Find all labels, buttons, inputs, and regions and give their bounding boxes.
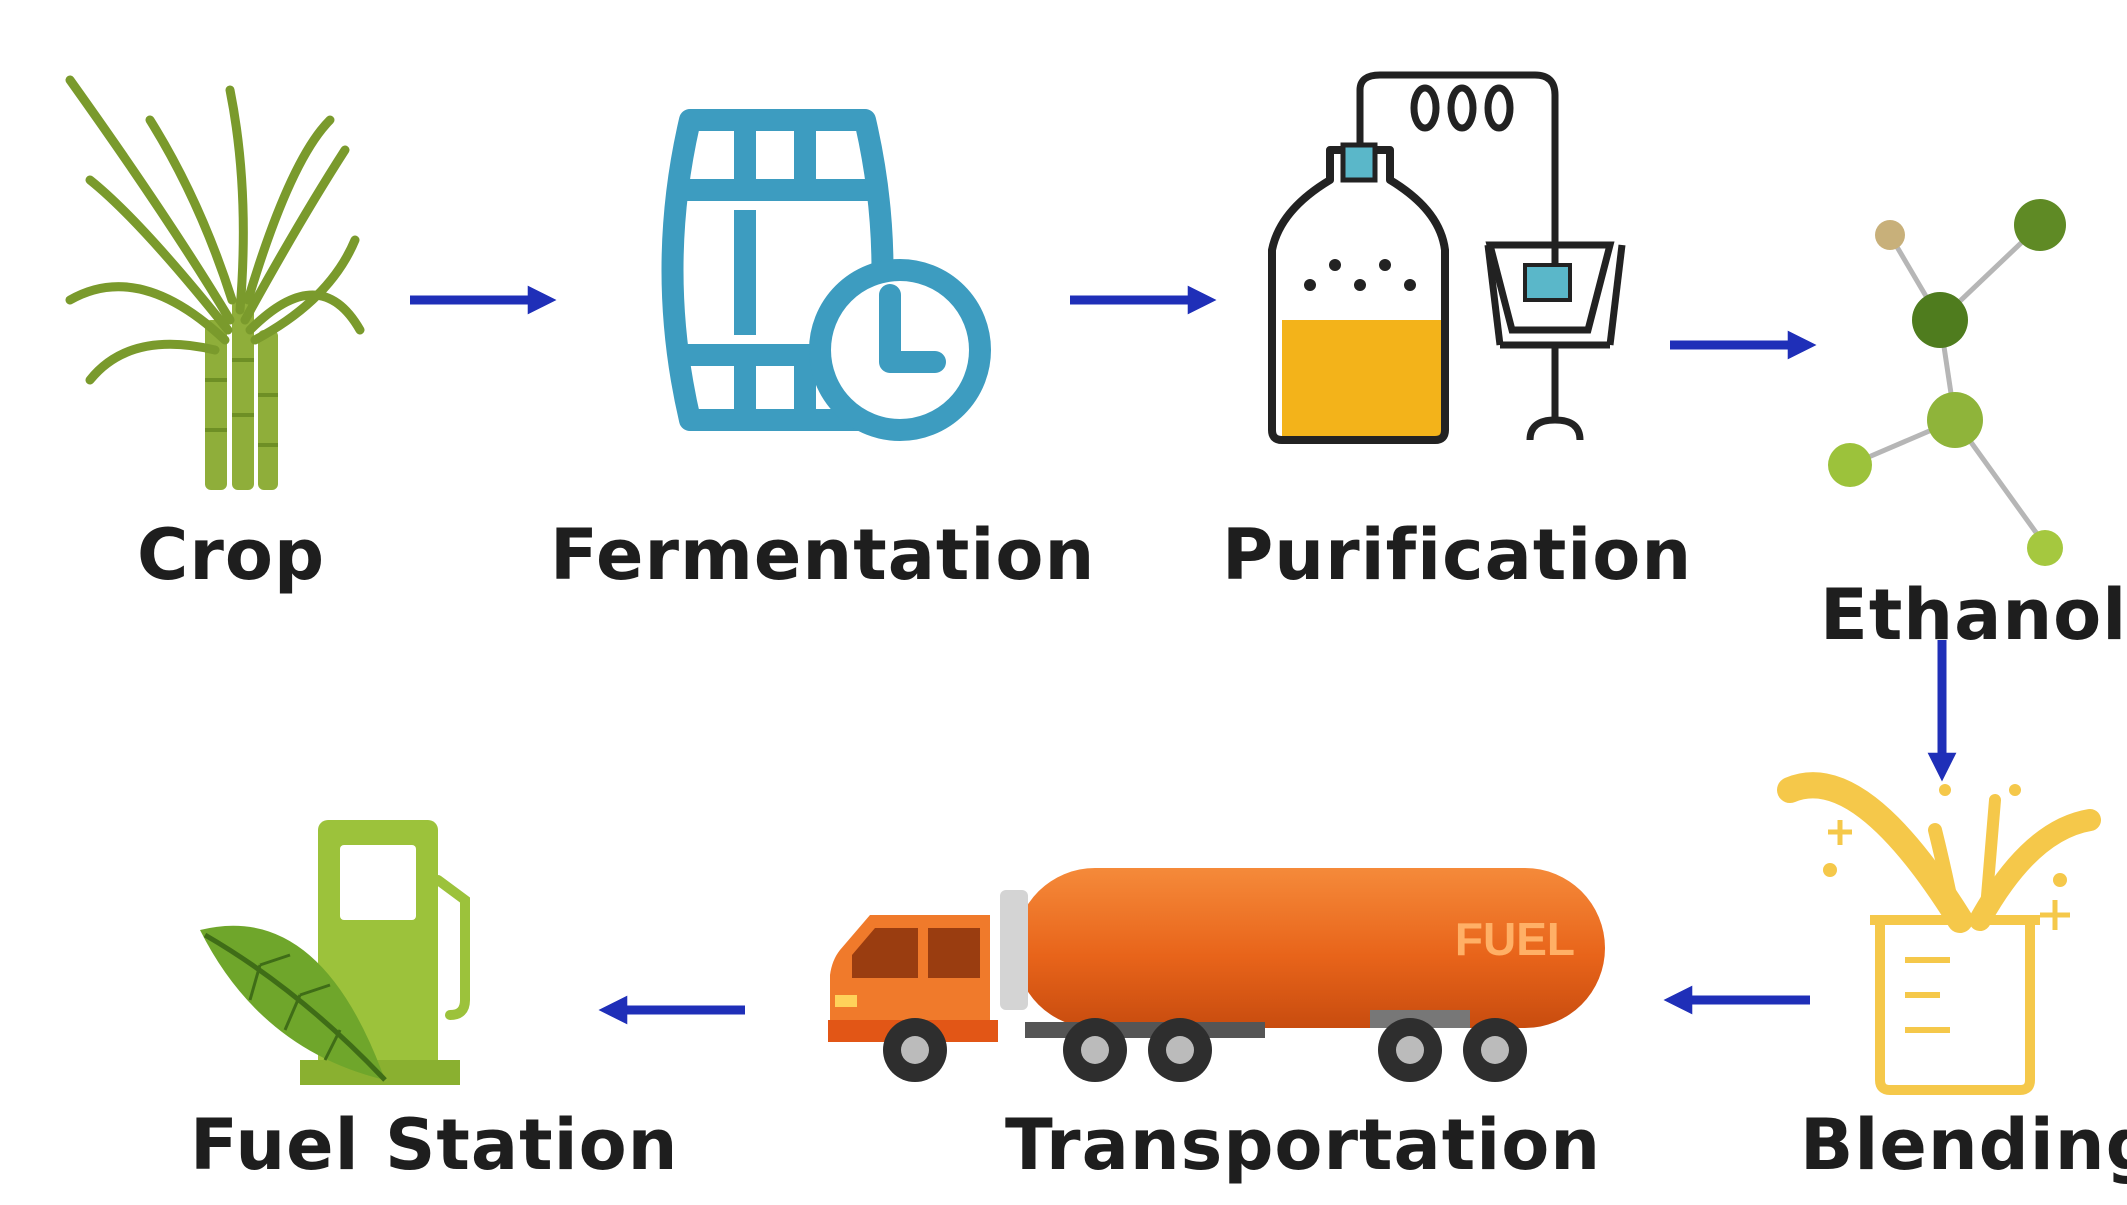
barrel-clock-icon: [661, 109, 991, 441]
label-blending: Blending: [1800, 1104, 2127, 1186]
label-transportation: Transportation: [1005, 1104, 1602, 1186]
distillation-icon: [1268, 71, 1626, 444]
label-crop: Crop: [137, 514, 326, 596]
fuel-tanker-truck-icon: FUEL: [828, 868, 1605, 1082]
sugarcane-icon: [65, 75, 365, 490]
mixing-beaker-icon: [1777, 772, 2101, 1095]
label-purification: Purification: [1222, 514, 1693, 596]
tank-fuel-text: FUEL: [1455, 913, 1575, 965]
fuel-pump-leaf-icon: [200, 820, 470, 1085]
label-fermentation: Fermentation: [550, 514, 1096, 596]
label-fuel-station: Fuel Station: [190, 1104, 679, 1186]
molecule-icon: [1828, 199, 2066, 566]
label-ethanol: Ethanol: [1820, 574, 2127, 656]
